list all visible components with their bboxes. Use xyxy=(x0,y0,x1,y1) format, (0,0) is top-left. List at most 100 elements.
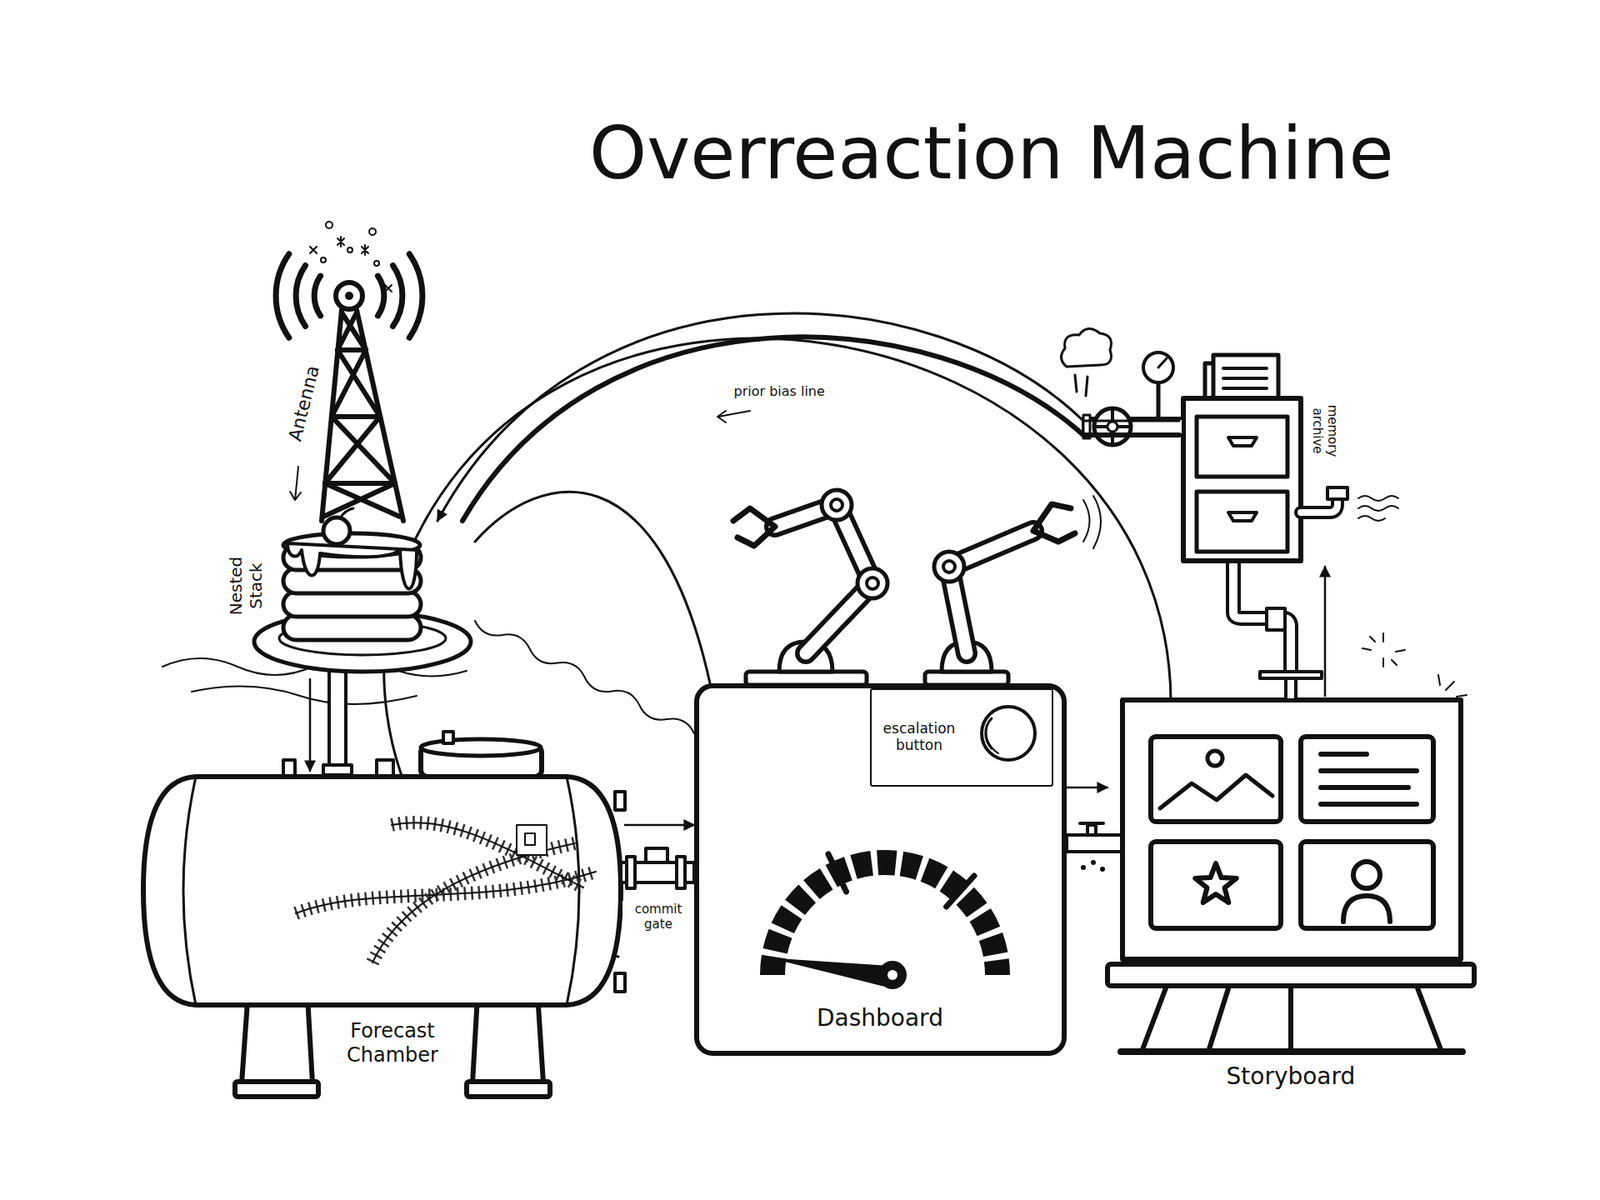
commit-gate-pipe xyxy=(620,848,695,889)
antenna-drawing xyxy=(325,350,395,484)
node-label: Storyboard xyxy=(1226,1062,1356,1091)
node-label: Dashboard xyxy=(816,1004,944,1033)
illustration-part xyxy=(143,221,1475,1097)
connector xyxy=(625,824,695,827)
escalation-knob xyxy=(981,706,1035,760)
diagram-title: Overreaction Machine xyxy=(589,109,1395,198)
node-label: memory archive xyxy=(1310,400,1340,461)
valve-assembly xyxy=(1060,328,1184,445)
commit-gate-pipe xyxy=(676,856,685,889)
robot-arms xyxy=(857,568,888,599)
storyboard-drawing xyxy=(1343,895,1390,922)
rail-tracks xyxy=(372,843,575,963)
gauge xyxy=(772,862,998,975)
exhaust-pipe xyxy=(1327,487,1348,500)
tank-fittings xyxy=(420,739,541,756)
outflow-pipe xyxy=(1080,821,1104,825)
sparkle-rays xyxy=(1362,633,1405,667)
rail-tracks xyxy=(516,825,547,855)
signal-waves xyxy=(314,275,320,316)
storyboard-drawing xyxy=(1141,985,1442,1052)
pancake-stack-drawing xyxy=(287,543,417,590)
robot-arms xyxy=(934,551,965,582)
rail-tracks xyxy=(295,871,596,914)
sparkle-rays xyxy=(1362,633,1467,697)
antenna-drawing xyxy=(335,282,363,310)
tank-legs xyxy=(235,1081,319,1097)
node-label: Antenna xyxy=(284,363,325,444)
connector xyxy=(475,491,710,684)
storyboard-drawing xyxy=(1353,861,1380,889)
storyboard-drawing xyxy=(1150,841,1281,929)
antenna-tower: Antenna xyxy=(275,237,425,517)
connector xyxy=(1066,786,1108,790)
robot-arms xyxy=(1033,504,1075,542)
signal-waves xyxy=(295,265,305,327)
feed-pipe xyxy=(323,666,352,775)
robot-arms xyxy=(830,499,843,511)
sparkles xyxy=(337,236,345,247)
return-pipe xyxy=(1233,560,1322,700)
exhaust-pipe xyxy=(1300,487,1399,521)
signal-waves xyxy=(275,254,423,338)
robot-arms xyxy=(821,490,852,520)
valve-assembly xyxy=(1075,375,1088,396)
connector xyxy=(462,336,1180,521)
robot-arms xyxy=(943,560,955,573)
cabinet-drawing xyxy=(1183,398,1301,561)
valve-assembly xyxy=(1095,410,1130,444)
robot-arms xyxy=(733,490,1101,685)
antenna-drawing xyxy=(345,291,354,300)
sparkles xyxy=(310,246,317,254)
pancake-stack-drawing xyxy=(323,517,350,545)
connector xyxy=(309,679,312,771)
sparkles xyxy=(369,228,376,235)
dashboard-box: Dashboard escalation button xyxy=(694,683,1067,1056)
outflow-pipe xyxy=(1087,825,1096,835)
valve-assembly xyxy=(1156,383,1161,419)
storyboard-drawing xyxy=(1120,1048,1463,1055)
feed-pipe xyxy=(329,666,346,775)
ground-waves xyxy=(191,686,417,705)
gauge xyxy=(878,960,907,990)
antenna-drawing xyxy=(321,282,404,521)
edge-label: commit gate xyxy=(622,900,695,933)
cabinet-drawing xyxy=(1228,437,1257,446)
sparkle-rays xyxy=(1438,675,1467,697)
robot-arms xyxy=(866,577,879,590)
cabinet-drawing xyxy=(1228,512,1257,521)
cabinet-drawing xyxy=(1196,416,1288,477)
memory-archive-cabinet: memory archive xyxy=(1179,348,1346,567)
pancake-stack: Nested Stack xyxy=(216,520,475,680)
forecast-tank: Forecast Chamber xyxy=(137,770,625,1100)
valve-assembly xyxy=(1143,352,1174,383)
cabinet-drawing xyxy=(1196,491,1288,552)
connector xyxy=(437,313,1180,521)
storyboard-drawing xyxy=(1150,736,1281,822)
tank-body xyxy=(183,776,580,1005)
connector xyxy=(475,620,695,734)
direction-arrow xyxy=(717,410,750,423)
antenna-drawing xyxy=(323,483,400,517)
rail-tracks xyxy=(391,822,584,888)
robot-arms xyxy=(733,508,775,546)
antenna-drawing xyxy=(337,312,366,350)
return-pipe xyxy=(1266,608,1285,630)
signal-waves xyxy=(377,275,384,316)
exhaust-pipe xyxy=(1358,495,1399,521)
tank-legs xyxy=(466,1081,550,1097)
antenna-drawing xyxy=(331,350,380,417)
connector xyxy=(1324,566,1327,696)
escalation-knob xyxy=(981,706,1035,760)
plate xyxy=(254,611,471,672)
sparkles xyxy=(320,257,326,263)
storyboard-drawing xyxy=(1195,863,1236,903)
direction-arrow xyxy=(717,410,750,423)
sparkles xyxy=(347,247,353,253)
tank-fittings xyxy=(443,731,454,744)
node-label: escalation button xyxy=(873,720,965,755)
node-label: Forecast Chamber xyxy=(330,1019,455,1068)
outflow-pipe xyxy=(1066,823,1123,872)
edge-label: prior bias line xyxy=(731,382,828,400)
